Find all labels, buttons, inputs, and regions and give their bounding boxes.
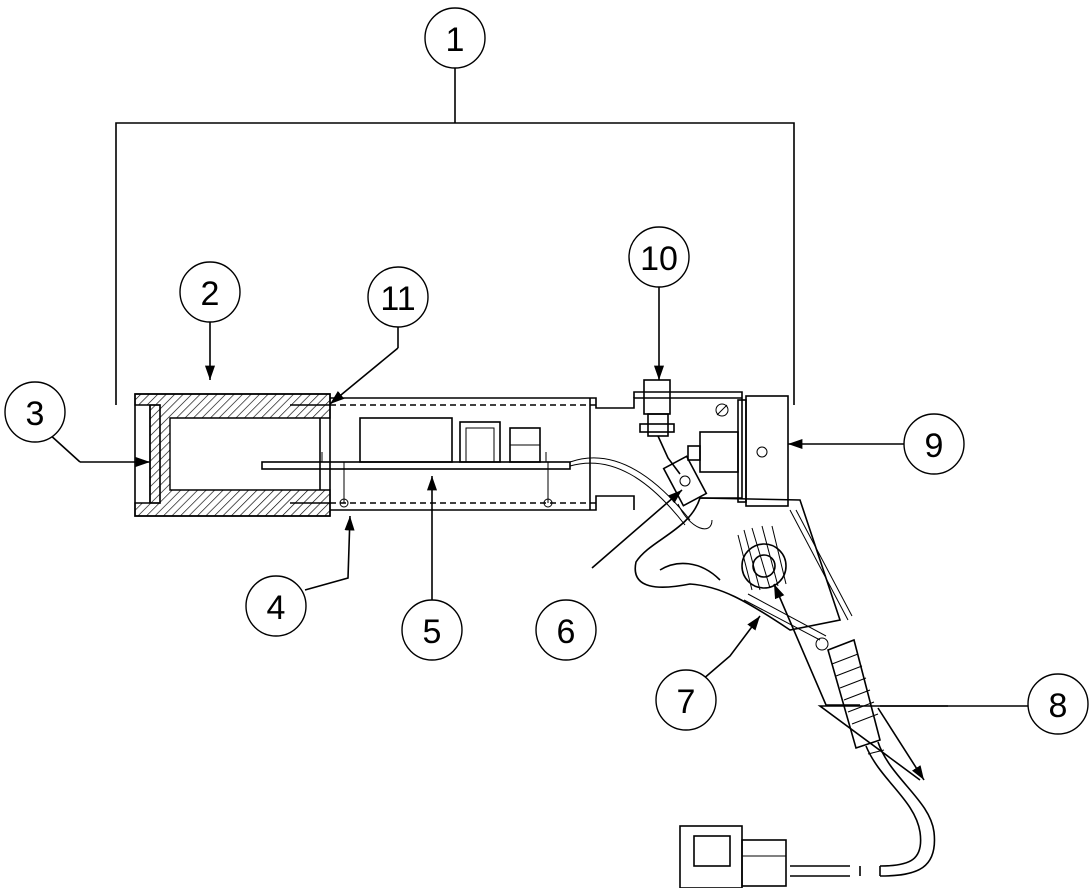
- callout-9: 9: [903, 413, 965, 475]
- assembly-bracket: [115, 60, 795, 405]
- callout-9-label: 9: [925, 427, 944, 465]
- callout-7-label: 7: [677, 683, 696, 721]
- callout-6: 6: [535, 599, 597, 661]
- callout-6-label: 6: [557, 613, 576, 651]
- callout-7: 7: [655, 669, 717, 731]
- front-sleeve: [134, 393, 331, 517]
- callout-5: 5: [401, 599, 463, 661]
- callout-2: 2: [179, 261, 241, 323]
- callout-1-label: 1: [446, 21, 465, 59]
- callout-3: 3: [4, 381, 66, 443]
- callout-4-label: 4: [267, 589, 286, 627]
- rear-head: [589, 379, 743, 530]
- callout-10-label: 10: [640, 240, 678, 278]
- callout-8: 8: [1027, 673, 1089, 735]
- callout-5-label: 5: [423, 613, 442, 651]
- circuit-board: [261, 417, 691, 526]
- callout-3-label: 3: [26, 395, 45, 433]
- knurled-knob: [737, 395, 789, 507]
- callout-4: 4: [245, 575, 307, 637]
- leader-lines: [47, 280, 948, 781]
- callout-1: 1: [424, 7, 486, 69]
- callout-10: 10: [628, 226, 690, 288]
- housing-tube: [330, 397, 742, 511]
- strain-relief-cable: [790, 638, 936, 877]
- cable-connector: [679, 825, 787, 888]
- callout-2-label: 2: [201, 275, 220, 313]
- handle-grip: [634, 497, 853, 651]
- callout-11: 11: [367, 266, 429, 328]
- callout-11-label: 11: [380, 280, 415, 318]
- callout-8-label: 8: [1049, 687, 1068, 725]
